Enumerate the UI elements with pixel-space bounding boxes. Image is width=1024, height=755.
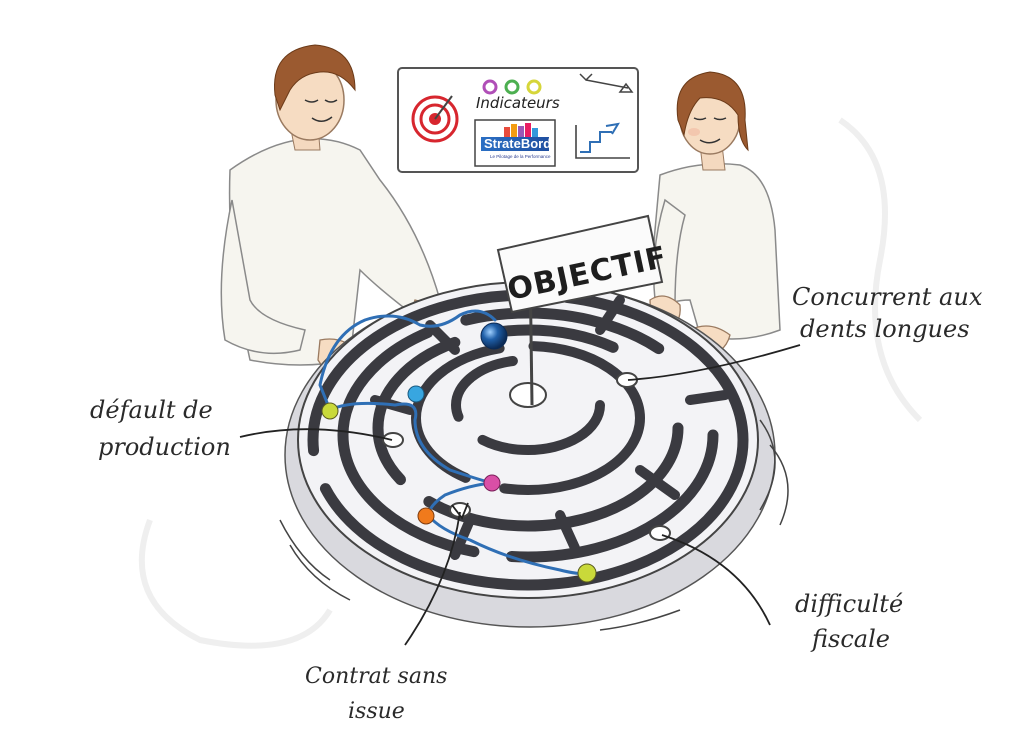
annotation-tax-line1: difficulté: [795, 590, 903, 618]
indicator-dot-purple: [482, 79, 498, 95]
annotation-competitor-line2: dents longues: [800, 315, 970, 343]
annotation-production-line1: défault de: [90, 396, 213, 424]
target-icon: [411, 95, 459, 143]
obstacle-hole-production: [382, 432, 404, 448]
indicator-dot-green: [504, 79, 520, 95]
annotation-production: défault de production: [90, 396, 393, 461]
indicators-label: Indicateurs: [476, 94, 560, 112]
annotation-competitor: Concurrent aux dents longues: [627, 283, 983, 381]
maze-center-hole: [509, 382, 547, 408]
annotation-competitor-line1: Concurrent aux: [792, 283, 983, 311]
motion-scribbles: [279, 419, 789, 631]
player-ball: [480, 322, 508, 350]
background-scribbles: [138, 117, 923, 649]
marker-blue: [407, 385, 425, 403]
indicator-dot-yellow: [526, 79, 542, 95]
obstacle-hole-tax: [649, 525, 671, 541]
annotation-tax: difficulté fiscale: [661, 534, 903, 653]
annotation-contract: Contrat sans issue: [305, 502, 469, 724]
annotation-tax-line2: fiscale: [810, 625, 890, 653]
logo-tagline: Le Pilotage de la Performance: [490, 154, 551, 159]
marker-pink: [483, 474, 501, 492]
whiteboard: Indicateurs StrateBord Le Pilotage de la…: [397, 67, 639, 173]
marker-start-yellow: [321, 402, 339, 420]
marker-end-yellow: [577, 563, 597, 583]
marker-orange: [417, 507, 435, 525]
logo-name: StrateBord: [484, 136, 551, 151]
balance-icon: [579, 73, 634, 93]
annotation-contract-line1: Contrat sans: [305, 664, 447, 689]
stratebord-logo: StrateBord Le Pilotage de la Performance: [474, 119, 556, 167]
left-person: [220, 44, 449, 386]
annotation-contract-line2: issue: [348, 699, 405, 724]
annotation-production-line2: production: [98, 433, 231, 461]
strategy-path: [318, 309, 589, 576]
growth-chart-icon: [575, 122, 630, 159]
